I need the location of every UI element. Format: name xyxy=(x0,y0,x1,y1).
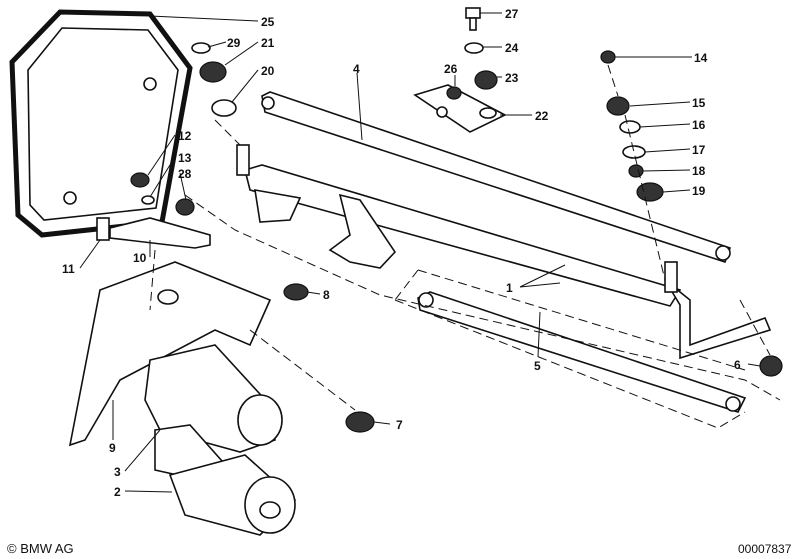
callout-2: 2 xyxy=(114,485,121,499)
callout-15: 15 xyxy=(692,96,706,110)
callout-27: 27 xyxy=(505,7,519,21)
part-linkage-rod-upper xyxy=(261,91,732,264)
part-grommet-8 xyxy=(283,283,309,301)
callout-11: 11 xyxy=(62,262,75,276)
callout-9: 9 xyxy=(109,441,116,455)
part-grommet-7 xyxy=(345,411,375,433)
part-gasket-frame xyxy=(9,9,193,238)
callout-24: 24 xyxy=(505,41,519,55)
catalog-number: 00007837 xyxy=(738,542,792,556)
callout-14: 14 xyxy=(694,51,708,65)
callout-6: 6 xyxy=(734,358,741,372)
callout-26: 26 xyxy=(444,62,458,76)
callout-19: 19 xyxy=(692,184,706,198)
callout-28: 28 xyxy=(178,167,192,181)
callout-22: 22 xyxy=(535,109,549,123)
part-wiper-motor xyxy=(144,344,297,536)
callout-21: 21 xyxy=(261,36,275,50)
callout-1: 1 xyxy=(506,281,513,295)
part-linkage-rod-lower xyxy=(417,291,747,413)
part-stack-center xyxy=(446,7,498,100)
assembly-lines xyxy=(149,64,781,429)
callout-25: 25 xyxy=(261,15,275,29)
callout-4: 4 xyxy=(353,62,360,76)
callout-labels: 25 29 21 20 12 13 28 11 10 8 7 9 3 2 4 2… xyxy=(62,7,741,499)
part-grommet-6 xyxy=(759,355,783,377)
part-stack-left xyxy=(191,42,237,117)
callout-18: 18 xyxy=(692,164,706,178)
callout-8: 8 xyxy=(323,288,330,302)
callout-7: 7 xyxy=(396,418,403,432)
callout-3: 3 xyxy=(114,465,121,479)
callout-23: 23 xyxy=(505,71,519,85)
callout-10: 10 xyxy=(133,251,147,265)
callout-20: 20 xyxy=(261,64,275,78)
callout-5: 5 xyxy=(534,359,541,373)
callout-12: 12 xyxy=(178,129,192,143)
callout-29: 29 xyxy=(227,36,241,50)
callout-13: 13 xyxy=(178,151,192,165)
callout-17: 17 xyxy=(692,143,706,157)
leader-lines xyxy=(79,12,761,493)
copyright-label: © BMW AG xyxy=(7,541,74,556)
part-cross-tube xyxy=(236,144,772,360)
part-motor-bracket xyxy=(68,172,272,447)
callout-16: 16 xyxy=(692,118,706,132)
